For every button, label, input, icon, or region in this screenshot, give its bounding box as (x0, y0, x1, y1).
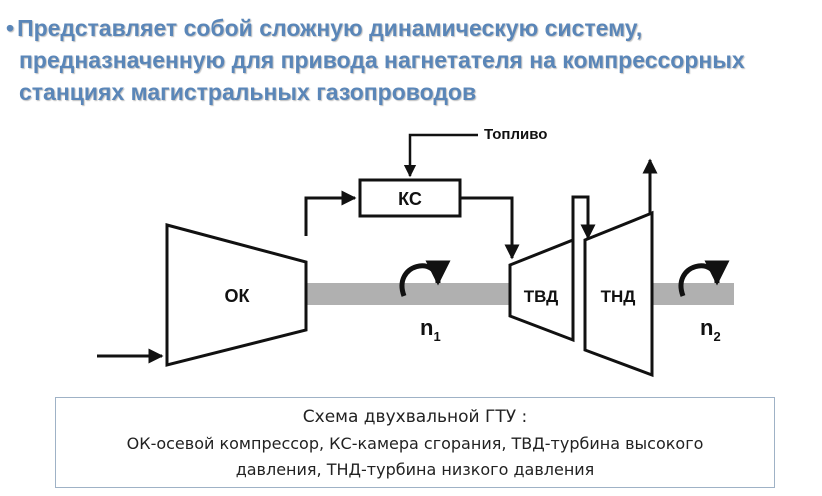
header-line-3: станциях магистральных газопроводов (19, 79, 477, 105)
lp-turbine-shape (583, 210, 654, 378)
rotation-n1-icon (399, 260, 451, 297)
header-line-2: предназначенную для привода нагнетателя … (19, 47, 745, 73)
header-text: •Представляет собой сложную динамическую… (6, 12, 816, 108)
caption-line-2: давления, ТНД-турбина низкого давления (235, 460, 595, 479)
hpt-to-lpt-arrow (571, 195, 596, 240)
shaft-1 (306, 283, 511, 305)
gas-to-hpt-arrow (460, 196, 520, 260)
n2-label: n2 (700, 315, 721, 344)
bullet-icon: • (6, 15, 15, 41)
caption-title: Схема двухвальной ГТУ : (302, 407, 528, 427)
hp-turbine-shape (508, 237, 575, 343)
fuel-arrow (403, 133, 478, 178)
combustor-box (358, 178, 462, 218)
n1-label: n1 (420, 315, 441, 344)
combustor-label: КС (398, 189, 422, 209)
caption-box: Схема двухвальной ГТУ : ОК-осевой компре… (55, 397, 775, 488)
compressor-shape (165, 223, 308, 367)
air-to-combustor-arrow (304, 190, 357, 236)
lp-turbine-label: ТНД (601, 287, 636, 306)
caption-line-1: ОК-осевой компрессор, КС-камера сгорания… (126, 434, 704, 453)
header-line-1: •Представляет собой сложную динамическую… (6, 15, 643, 41)
compressor-label: ОК (225, 286, 251, 306)
shaft-2 (652, 283, 734, 305)
fuel-label: Топливо (484, 126, 547, 143)
hp-turbine-label: ТВД (524, 287, 559, 306)
rotation-n2-icon (678, 260, 730, 297)
